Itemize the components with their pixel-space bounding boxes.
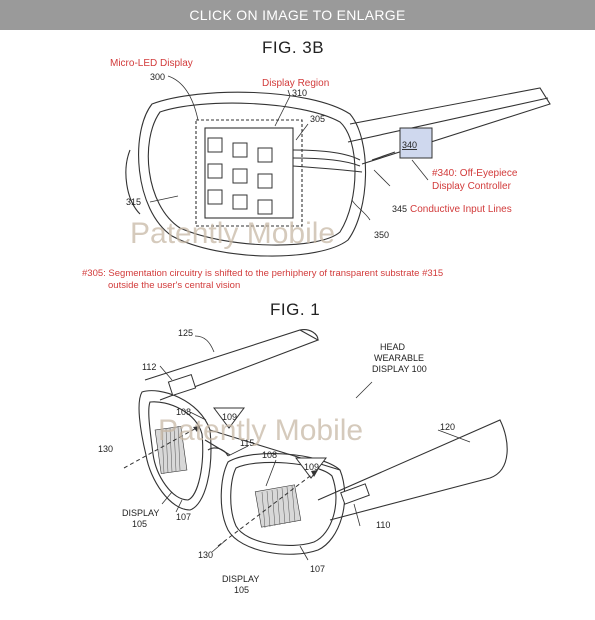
ref-108-b: 108 xyxy=(262,450,277,460)
fig1-drawing xyxy=(138,329,508,555)
ref-310: 310 xyxy=(292,88,307,98)
ref-109-b: 109 xyxy=(304,462,319,472)
ref-130-b: 130 xyxy=(198,550,213,560)
ref-107-b: 107 xyxy=(310,564,325,574)
micro-led-label: Micro-LED Display xyxy=(110,58,193,69)
sensor-110 xyxy=(340,483,370,505)
ref-300: 300 xyxy=(150,72,165,82)
ref-108-a: 108 xyxy=(176,407,191,417)
triangle-109-a xyxy=(213,407,245,429)
ref-340: 340 xyxy=(402,140,417,150)
note-line-1: #305: Segmentation circuitry is shifted … xyxy=(82,268,444,279)
conductive-lines-label: Conductive Input Lines xyxy=(410,204,512,215)
ref-350: 350 xyxy=(374,230,389,240)
display-left-label: DISPLAY xyxy=(122,508,159,518)
ref-109-a: 109 xyxy=(222,412,237,422)
ref-105-b: 105 xyxy=(234,585,249,595)
sensor-112 xyxy=(167,374,197,396)
fig3b-title: FIG. 3B xyxy=(262,38,325,57)
display-controller-label: Display Controller xyxy=(432,181,512,192)
ref-112: 112 xyxy=(142,362,156,372)
controller-340 xyxy=(399,127,433,159)
triangle-109-b xyxy=(295,457,327,479)
off-eyepiece-label: #340: Off-Eyepiece xyxy=(432,168,518,179)
ref-315: 315 xyxy=(126,197,141,207)
fig3b-drawing xyxy=(125,87,551,257)
fig1-title: FIG. 1 xyxy=(270,300,321,319)
watermark-bottom: Patently Mobile xyxy=(158,414,363,447)
ref-130-a: 130 xyxy=(98,444,113,454)
enlarge-banner[interactable]: CLICK ON IMAGE TO ENLARGE xyxy=(0,0,595,30)
wearable-label: WEARABLE xyxy=(374,353,424,363)
ref-345: 345 xyxy=(392,204,407,214)
note-line-2: outside the user's central vision xyxy=(108,280,241,291)
ref-120: 120 xyxy=(440,422,455,432)
head-label: HEAD xyxy=(380,342,406,352)
micro-led-segments xyxy=(207,137,273,215)
display100-label: DISPLAY 100 xyxy=(372,364,427,374)
watermark-top: Patently Mobile xyxy=(130,217,335,250)
ref-105-a: 105 xyxy=(132,519,147,529)
display-bottom-label: DISPLAY xyxy=(222,574,259,584)
segmentation-note: #305: Segmentation circuitry is shifted … xyxy=(82,268,522,292)
ref-305: 305 xyxy=(310,114,325,124)
ref-107-a: 107 xyxy=(176,512,191,522)
ref-125: 125 xyxy=(178,328,193,338)
display-region-label: Display Region xyxy=(262,78,329,89)
ref-115: 115 xyxy=(240,438,254,448)
ref-110: 110 xyxy=(376,520,390,530)
